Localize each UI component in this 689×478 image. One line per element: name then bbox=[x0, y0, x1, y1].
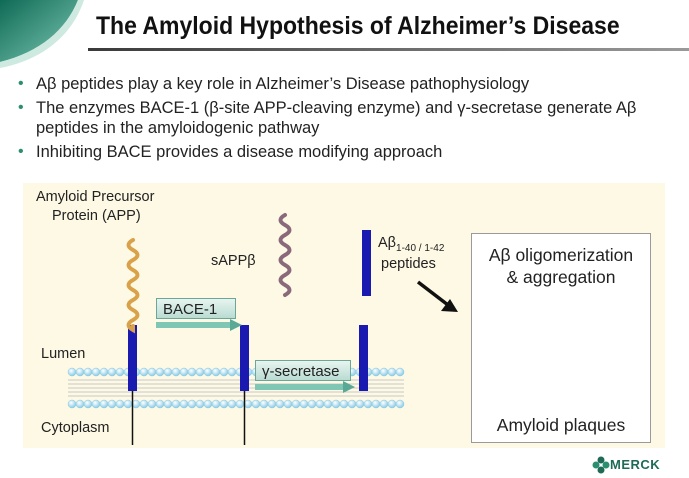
bullet-dot-icon: • bbox=[18, 143, 24, 160]
aggregation-arrow-icon bbox=[441, 299, 458, 312]
lipid-head bbox=[339, 399, 349, 409]
lipid-head bbox=[107, 367, 117, 377]
lipid-head bbox=[275, 399, 285, 409]
sappb-wave bbox=[278, 213, 292, 297]
lipid-head bbox=[395, 367, 405, 377]
lumen-label: Lumen bbox=[41, 346, 86, 362]
lipid-head bbox=[387, 367, 397, 377]
c99-transmembrane-bar bbox=[240, 325, 249, 391]
lipid-head bbox=[91, 399, 101, 409]
abeta-peptide-bar bbox=[362, 230, 371, 296]
lipid-head bbox=[251, 399, 261, 409]
lipid-head bbox=[155, 367, 165, 377]
lipid-head bbox=[259, 399, 269, 409]
bullet-dot-icon: • bbox=[18, 75, 24, 92]
lipid-head bbox=[203, 399, 213, 409]
lipid-head bbox=[227, 399, 237, 409]
lipid-head bbox=[67, 399, 77, 409]
lipid-head bbox=[75, 367, 85, 377]
lipid-head bbox=[267, 399, 277, 409]
bullet-dot-icon: • bbox=[18, 99, 24, 116]
abeta-remaining-bar bbox=[359, 325, 368, 391]
lipid-head bbox=[99, 399, 109, 409]
app-label-line1: Amyloid Precursor bbox=[36, 189, 155, 205]
lipid-head bbox=[155, 399, 165, 409]
lipid-head bbox=[171, 367, 181, 377]
lipid-head bbox=[147, 367, 157, 377]
aggregation-inset-box: Aβ oligomerization & aggregation Amyloid… bbox=[471, 233, 651, 443]
merck-logo-icon bbox=[592, 456, 610, 474]
corner-swoosh-decoration bbox=[0, 0, 84, 68]
lipid-head bbox=[163, 399, 173, 409]
bace1-arrow-icon bbox=[156, 319, 242, 331]
lipid-head bbox=[235, 399, 245, 409]
bace1-enzyme-box: BACE-1 bbox=[156, 298, 236, 319]
lipid-head bbox=[179, 399, 189, 409]
lipid-head bbox=[139, 367, 149, 377]
lipid-head bbox=[227, 367, 237, 377]
cytoplasm-label: Cytoplasm bbox=[41, 420, 110, 436]
lipid-head bbox=[323, 399, 333, 409]
abeta-peptides-label: peptides bbox=[381, 256, 436, 272]
lipid-head bbox=[379, 399, 389, 409]
lipid-head bbox=[283, 399, 293, 409]
lipid-head bbox=[107, 399, 117, 409]
lipid-head bbox=[211, 399, 221, 409]
lipid-head bbox=[363, 399, 373, 409]
lipid-head bbox=[147, 399, 157, 409]
lipid-head bbox=[379, 367, 389, 377]
lipid-head bbox=[291, 399, 301, 409]
bullet-item: •The enzymes BACE-1 (β-site APP-cleaving… bbox=[18, 99, 637, 137]
lipid-head bbox=[115, 367, 125, 377]
lipid-head bbox=[115, 399, 125, 409]
lipid-head bbox=[123, 399, 133, 409]
lipid-head bbox=[331, 399, 341, 409]
gamma-secretase-arrow-icon bbox=[255, 381, 355, 393]
lipid-head bbox=[67, 367, 77, 377]
bullet-list: •Aβ peptides play a key role in Alzheime… bbox=[18, 74, 683, 166]
lipid-head bbox=[163, 367, 173, 377]
lipid-head bbox=[83, 399, 93, 409]
lipid-head bbox=[91, 367, 101, 377]
lipid-head bbox=[299, 399, 309, 409]
inset-title: Aβ oligomerization & aggregation bbox=[488, 245, 634, 287]
bullet-item: •Aβ peptides play a key role in Alzheime… bbox=[18, 75, 530, 93]
lipid-head bbox=[203, 367, 213, 377]
lipid-head bbox=[195, 367, 205, 377]
abeta-label: Aβ1-40 / 1-42 bbox=[378, 235, 445, 254]
app-transmembrane-bar bbox=[128, 325, 137, 391]
lipid-head bbox=[83, 367, 93, 377]
sappb-label: sAPPβ bbox=[211, 253, 256, 269]
slide-title: The Amyloid Hypothesis of Alzheimer’s Di… bbox=[96, 12, 620, 40]
bullet-item: •Inhibiting BACE provides a disease modi… bbox=[18, 143, 443, 161]
lipid-head bbox=[355, 399, 365, 409]
lipid-head bbox=[219, 367, 229, 377]
lipid-head bbox=[315, 399, 325, 409]
lipid-head bbox=[307, 399, 317, 409]
lipid-head bbox=[395, 399, 405, 409]
app-wave bbox=[126, 238, 140, 334]
title-underline bbox=[88, 48, 689, 51]
lipid-head bbox=[211, 367, 221, 377]
lipid-head bbox=[99, 367, 109, 377]
lipid-head bbox=[171, 399, 181, 409]
gamma-secretase-enzyme-box: γ-secretase bbox=[255, 360, 351, 381]
lipid-head bbox=[179, 367, 189, 377]
lipid-head bbox=[371, 367, 381, 377]
lipid-head bbox=[347, 399, 357, 409]
lipid-head bbox=[195, 399, 205, 409]
lipid-head bbox=[75, 399, 85, 409]
app-label-line2: Protein (APP) bbox=[52, 208, 141, 224]
lipid-head bbox=[187, 367, 197, 377]
merck-logo: MERCK bbox=[592, 454, 688, 476]
lipid-head bbox=[139, 399, 149, 409]
inset-caption: Amyloid plaques bbox=[496, 415, 626, 435]
lipid-head bbox=[371, 399, 381, 409]
lipid-head bbox=[219, 399, 229, 409]
lipid-head bbox=[387, 399, 397, 409]
lipid-head bbox=[187, 399, 197, 409]
